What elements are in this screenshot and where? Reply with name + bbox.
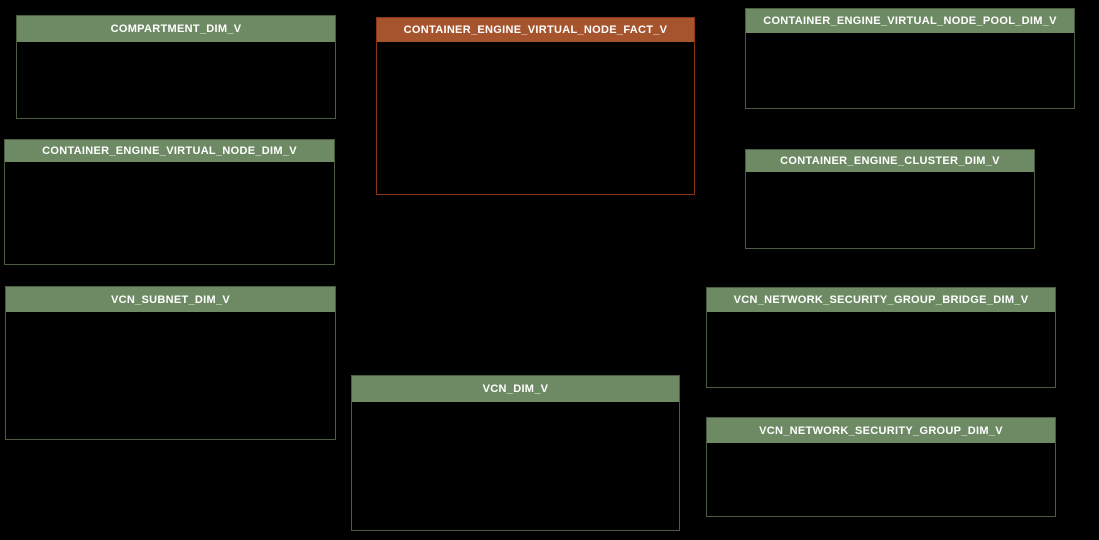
entity-table-body xyxy=(5,162,334,264)
entity-table-compartment-dim-v[interactable]: COMPARTMENT_DIM_V xyxy=(16,15,336,119)
entity-table-vcn-dim-v[interactable]: VCN_DIM_V xyxy=(351,375,680,531)
entity-table-name: COMPARTMENT_DIM_V xyxy=(110,23,242,35)
entity-table-name: CONTAINER_ENGINE_VIRTUAL_NODE_FACT_V xyxy=(403,24,668,36)
entity-table-name: VCN_NETWORK_SECURITY_GROUP_BRIDGE_DIM_V xyxy=(733,294,1029,306)
entity-table-body xyxy=(17,42,335,118)
entity-table-header[interactable]: VCN_DIM_V xyxy=(352,376,679,402)
entity-table-header[interactable]: VCN_NETWORK_SECURITY_GROUP_DIM_V xyxy=(707,418,1055,443)
entity-table-name: VCN_DIM_V xyxy=(482,383,549,395)
entity-table-header[interactable]: VCN_NETWORK_SECURITY_GROUP_BRIDGE_DIM_V xyxy=(707,288,1055,312)
entity-table-container-engine-virtual-node-fact-v[interactable]: CONTAINER_ENGINE_VIRTUAL_NODE_FACT_V xyxy=(376,17,695,195)
entity-table-container-engine-virtual-node-pool-dim-v[interactable]: CONTAINER_ENGINE_VIRTUAL_NODE_POOL_DIM_V xyxy=(745,8,1075,109)
entity-table-vcn-network-security-group-bridge-dim-v[interactable]: VCN_NETWORK_SECURITY_GROUP_BRIDGE_DIM_V xyxy=(706,287,1056,388)
entity-table-body xyxy=(377,42,694,194)
entity-table-container-engine-cluster-dim-v[interactable]: CONTAINER_ENGINE_CLUSTER_DIM_V xyxy=(745,149,1035,249)
entity-table-vcn-subnet-dim-v[interactable]: VCN_SUBNET_DIM_V xyxy=(5,286,336,440)
entity-table-name: CONTAINER_ENGINE_VIRTUAL_NODE_DIM_V xyxy=(42,145,297,157)
entity-table-container-engine-virtual-node-dim-v[interactable]: CONTAINER_ENGINE_VIRTUAL_NODE_DIM_V xyxy=(4,139,335,265)
entity-table-header[interactable]: CONTAINER_ENGINE_CLUSTER_DIM_V xyxy=(746,150,1034,172)
entity-table-header[interactable]: CONTAINER_ENGINE_VIRTUAL_NODE_FACT_V xyxy=(377,18,694,42)
entity-table-name: CONTAINER_ENGINE_CLUSTER_DIM_V xyxy=(780,155,1000,167)
entity-table-vcn-network-security-group-dim-v[interactable]: VCN_NETWORK_SECURITY_GROUP_DIM_V xyxy=(706,417,1056,517)
entity-table-body xyxy=(707,443,1055,516)
entity-table-header[interactable]: CONTAINER_ENGINE_VIRTUAL_NODE_POOL_DIM_V xyxy=(746,9,1074,33)
entity-table-name: VCN_SUBNET_DIM_V xyxy=(110,293,231,306)
entity-table-header[interactable]: COMPARTMENT_DIM_V xyxy=(17,16,335,42)
entity-table-name: VCN_NETWORK_SECURITY_GROUP_DIM_V xyxy=(759,424,1003,437)
entity-table-body xyxy=(746,172,1034,248)
entity-table-body xyxy=(6,312,335,439)
entity-table-body xyxy=(707,312,1055,387)
entity-table-body xyxy=(746,33,1074,108)
entity-table-name: CONTAINER_ENGINE_VIRTUAL_NODE_POOL_DIM_V xyxy=(763,15,1057,27)
entity-table-header[interactable]: CONTAINER_ENGINE_VIRTUAL_NODE_DIM_V xyxy=(5,140,334,162)
entity-table-header[interactable]: VCN_SUBNET_DIM_V xyxy=(6,287,335,312)
entity-table-body xyxy=(352,402,679,530)
